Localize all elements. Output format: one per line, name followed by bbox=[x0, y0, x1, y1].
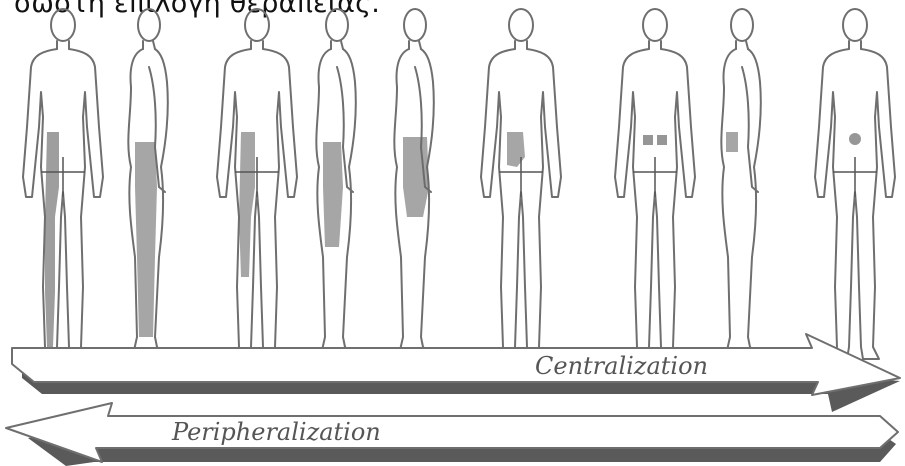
centralization-arrow: Centralization bbox=[12, 334, 900, 412]
figure-3 bbox=[217, 9, 297, 359]
centralization-label: Centralization bbox=[535, 352, 708, 380]
figure-9 bbox=[815, 9, 895, 359]
figure-8 bbox=[721, 9, 760, 357]
figure-1 bbox=[23, 9, 103, 359]
peripheralization-label: Peripheralization bbox=[171, 418, 381, 446]
figure-7 bbox=[615, 9, 695, 359]
figure-4 bbox=[316, 9, 355, 357]
figure-5 bbox=[394, 9, 433, 357]
figure-6 bbox=[481, 9, 561, 359]
peripheralization-arrow: Peripheralization bbox=[6, 403, 898, 466]
figure-2 bbox=[128, 9, 167, 357]
